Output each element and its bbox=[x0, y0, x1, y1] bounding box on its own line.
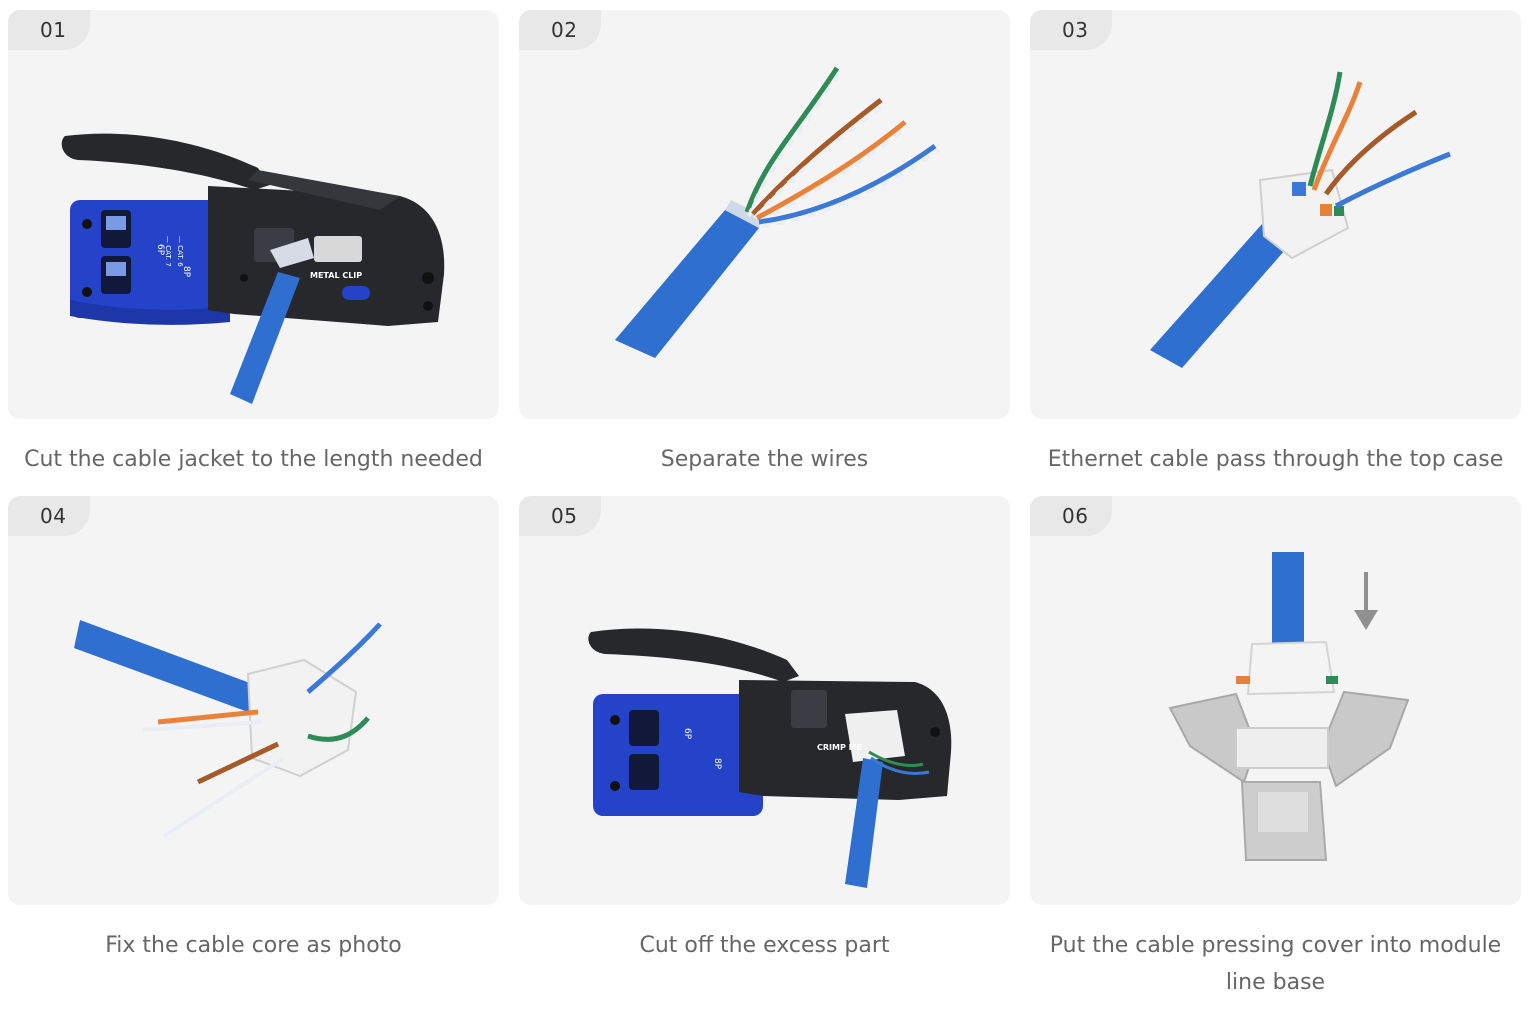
crimping-tool-trim-illustration: 6P 8P CRIMP ME bbox=[588, 628, 952, 888]
step-caption: Cut off the excess part bbox=[639, 933, 890, 958]
step-caption: Fix the cable core as photo bbox=[105, 933, 402, 958]
step-caption: Separate the wires bbox=[660, 447, 869, 472]
tool-label-6p: 6P bbox=[682, 728, 692, 740]
step-number-badge: 02 bbox=[519, 10, 601, 50]
cable-core-illustration bbox=[74, 620, 382, 838]
step-caption: Ethernet cable pass through the top case bbox=[1047, 447, 1504, 472]
step-number-badge: 06 bbox=[1030, 496, 1112, 536]
tool-label-6p: 6P bbox=[155, 244, 165, 256]
tool-label-8p: 8P bbox=[181, 266, 191, 278]
step-card-02: 02 Separate the wires bbox=[519, 10, 1010, 496]
step-card-04: 04 Fix the cable core as photo bbox=[8, 496, 499, 982]
steps-grid: 6P — CAT. 7 — CAT. 6 8P METAL CLIP 01 Cu… bbox=[8, 10, 1522, 995]
twisted-pairs-illustration bbox=[615, 66, 941, 358]
step-caption: Put the cable pressing cover into module… bbox=[1049, 933, 1502, 995]
step-image-panel: 04 bbox=[8, 496, 499, 905]
step-card-06: 06 Put the cable pressing cover into mod… bbox=[1030, 496, 1521, 995]
tool-label-8p: 8P bbox=[712, 758, 722, 770]
step-card-01: 6P — CAT. 7 — CAT. 6 8P METAL CLIP 01 Cu… bbox=[8, 10, 499, 496]
step-image-panel: 02 bbox=[519, 10, 1010, 419]
step-number-badge: 04 bbox=[8, 496, 90, 536]
tool-label-crimp: CRIMP ME bbox=[817, 743, 862, 752]
step-caption: Cut the cable jacket to the length neede… bbox=[24, 447, 483, 472]
step-card-03: 03 Ethernet cable pass through the top c… bbox=[1030, 10, 1521, 496]
step-number-badge: 03 bbox=[1030, 10, 1112, 50]
crimping-tool-illustration: 6P — CAT. 7 — CAT. 6 8P METAL CLIP bbox=[61, 133, 445, 404]
step-image-panel: 03 bbox=[1030, 10, 1521, 419]
tool-label-cat7: — CAT. 7 bbox=[164, 236, 172, 267]
module-cover-illustration bbox=[1168, 552, 1410, 861]
step-image-panel: 6P — CAT. 7 — CAT. 6 8P METAL CLIP 01 bbox=[8, 10, 499, 419]
step-card-05: 6P 8P CRIMP ME 05 Cut off the excess par… bbox=[519, 496, 1010, 982]
step-image-panel: 06 bbox=[1030, 496, 1521, 905]
step-number-badge: 01 bbox=[8, 10, 90, 50]
tool-label-cat6: — CAT. 6 bbox=[176, 236, 184, 267]
top-case-illustration bbox=[1150, 71, 1451, 368]
tool-label-metal-clip: METAL CLIP bbox=[310, 271, 362, 280]
step-number-badge: 05 bbox=[519, 496, 601, 536]
step-image-panel: 6P 8P CRIMP ME 05 bbox=[519, 496, 1010, 905]
